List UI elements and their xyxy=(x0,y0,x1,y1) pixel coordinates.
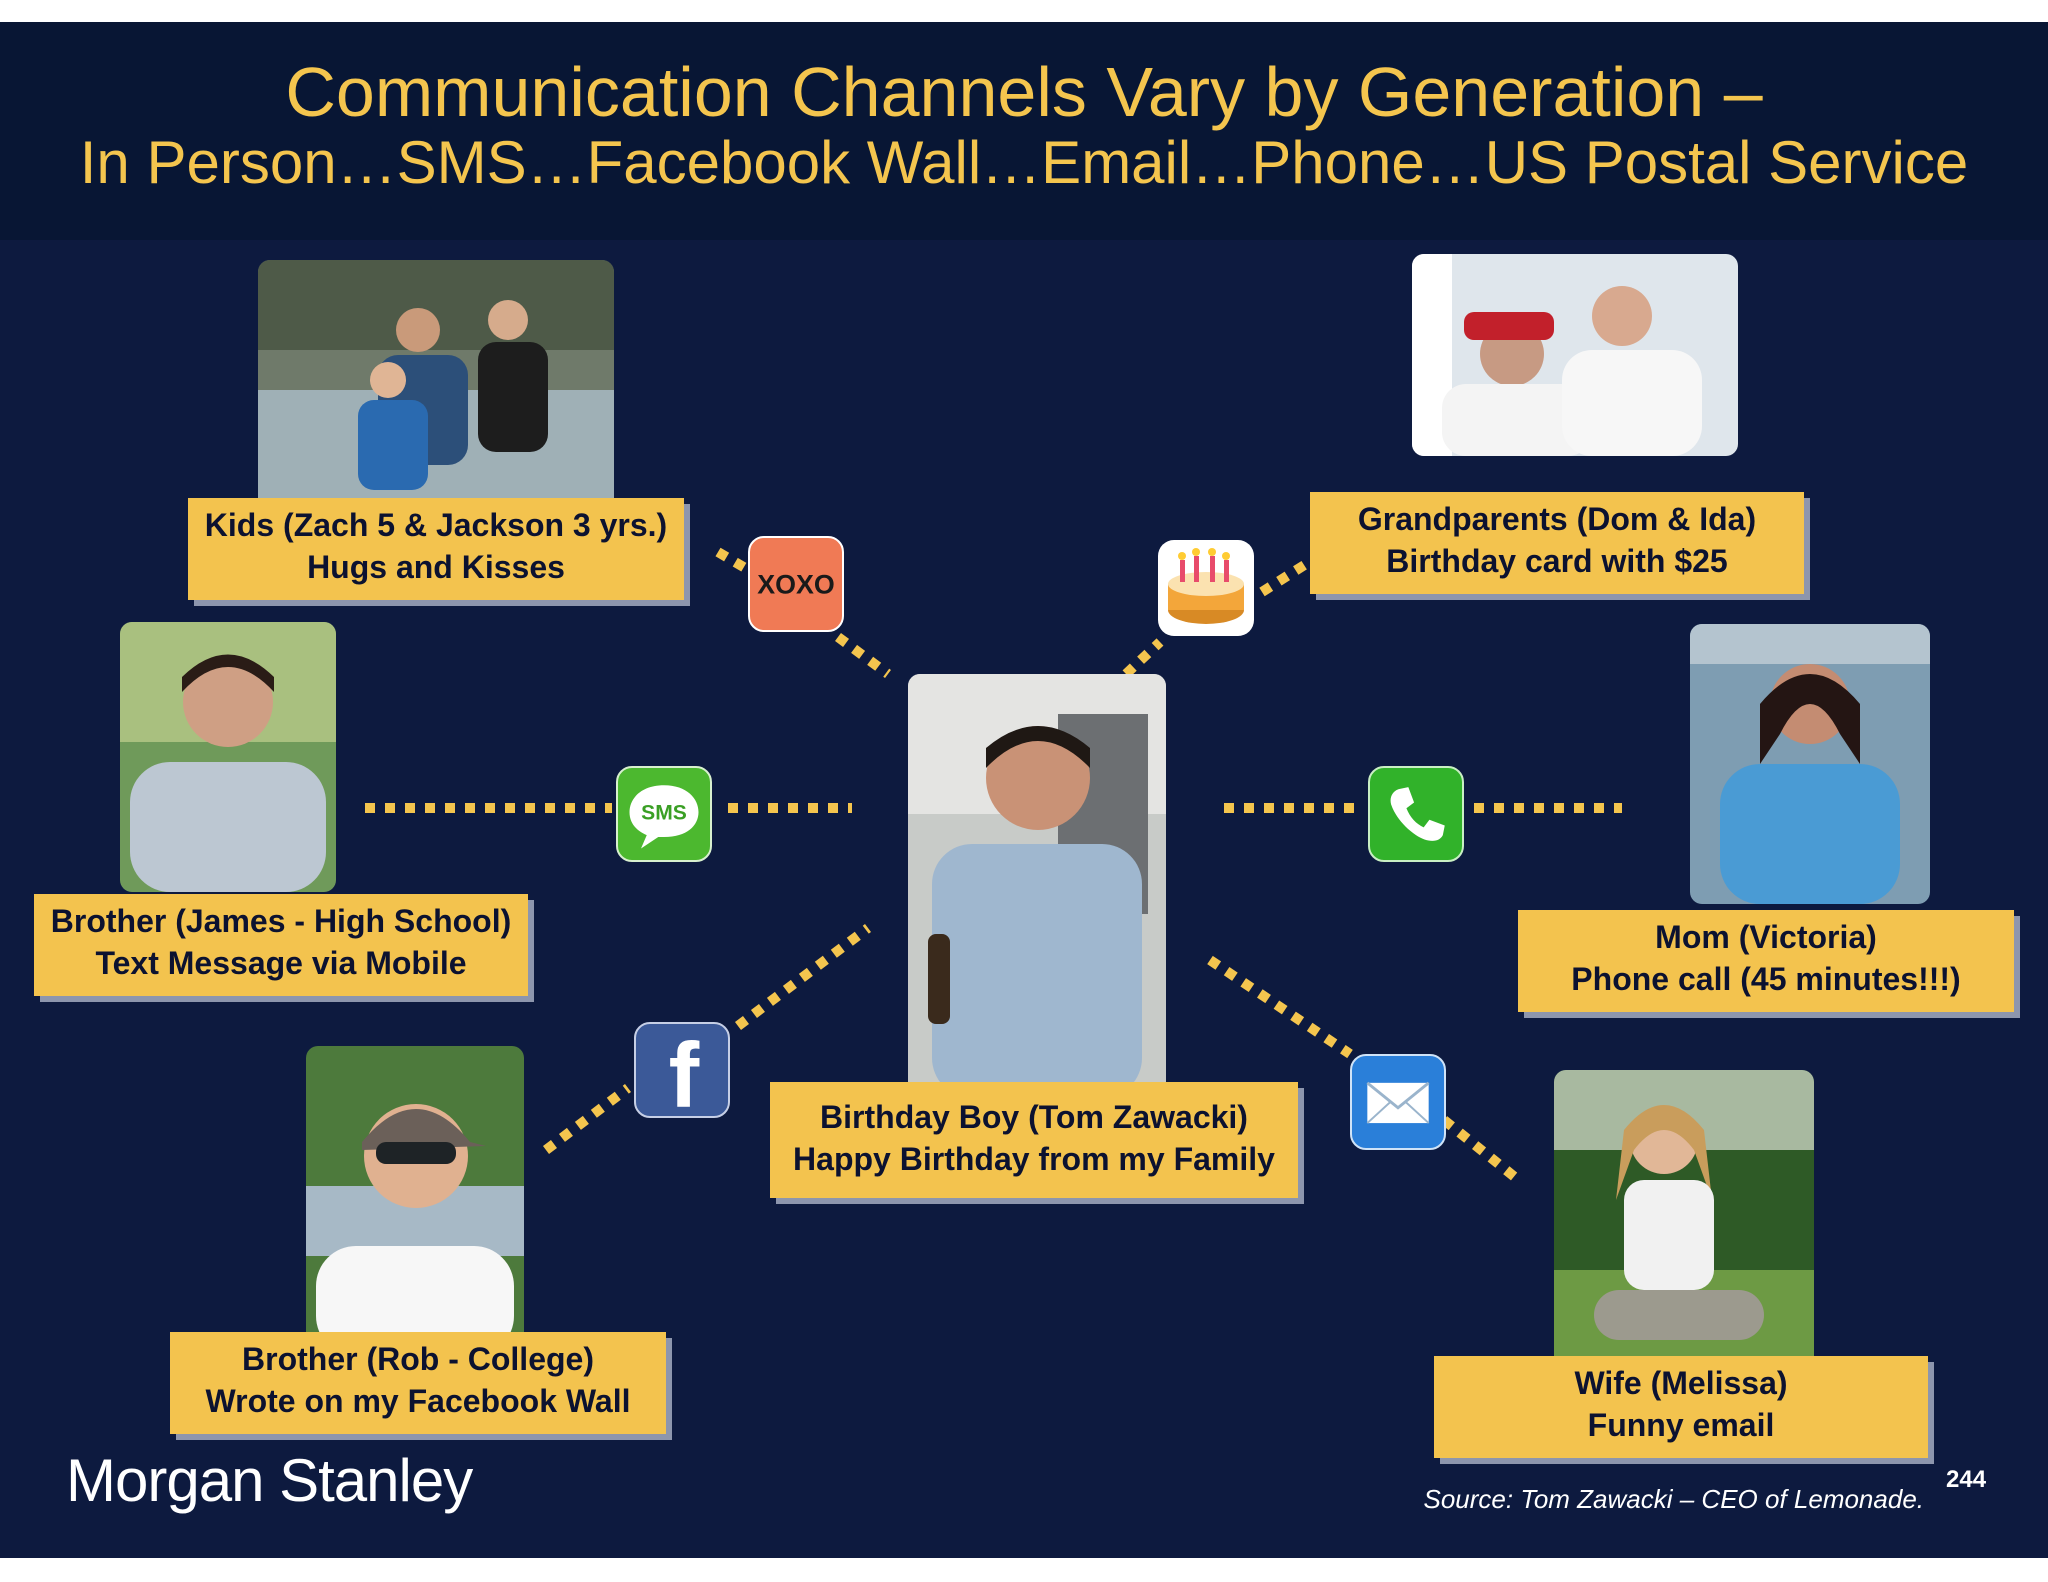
xoxo-icon-text: XOXO xyxy=(757,570,835,600)
mom-label-name: Mom (Victoria) xyxy=(1655,919,1877,955)
mail-icon xyxy=(1350,1054,1446,1150)
birthday-boy-label-channel: Happy Birthday from my Family xyxy=(793,1141,1275,1177)
phone-icon xyxy=(1368,766,1464,862)
connector-kids-center xyxy=(835,632,891,679)
wife-label-name: Wife (Melissa) xyxy=(1574,1365,1788,1401)
kids-label: Kids (Zach 5 & Jackson 3 yrs.) Hugs and … xyxy=(188,498,684,600)
kids-label-name: Kids (Zach 5 & Jackson 3 yrs.) xyxy=(204,507,668,543)
mom-label-channel: Phone call (45 minutes!!!) xyxy=(1571,961,1961,997)
grandparents-label: Grandparents (Dom & Ida) Birthday card w… xyxy=(1310,492,1804,594)
sms-icon-text: SMS xyxy=(641,802,687,825)
slide: Communication Channels Vary by Generatio… xyxy=(0,22,2048,1558)
source-note: Source: Tom Zawacki – CEO of Lemonade. xyxy=(1423,1484,1925,1514)
wife-label-channel: Funny email xyxy=(1587,1407,1775,1443)
slide-subtitle: In Person…SMS…Facebook Wall…Email…Phone…… xyxy=(79,129,1969,196)
grandparents-photo xyxy=(1412,254,1738,456)
morgan-stanley-logo: Morgan Stanley xyxy=(66,1447,473,1514)
brother-james-label: Brother (James - High School) Text Messa… xyxy=(34,894,528,996)
birthday-boy-label-name: Birthday Boy (Tom Zawacki) xyxy=(820,1099,1248,1135)
grandparents-label-name: Grandparents (Dom & Ida) xyxy=(1357,501,1757,537)
brother-rob-photo xyxy=(306,1046,524,1356)
connector-wife xyxy=(1440,1116,1520,1182)
birthday-boy-photo xyxy=(908,674,1166,1098)
wife-label: Wife (Melissa) Funny email xyxy=(1434,1356,1928,1458)
slide-header: Communication Channels Vary by Generatio… xyxy=(0,22,2048,240)
slide-title: Communication Channels Vary by Generatio… xyxy=(285,53,1763,131)
kids-photo xyxy=(258,260,614,514)
connector-grandparents xyxy=(1259,559,1309,597)
connector-lines xyxy=(365,547,1622,1182)
facebook-icon-text: f xyxy=(669,1024,700,1116)
brother-james-photo xyxy=(120,622,336,892)
mom-photo xyxy=(1690,624,1930,904)
kids-label-channel: Hugs and Kisses xyxy=(307,549,565,585)
connector-grandparents-center xyxy=(1122,638,1164,678)
birthday-boy-label: Birthday Boy (Tom Zawacki) Happy Birthda… xyxy=(770,1082,1298,1198)
connector-kids xyxy=(715,547,755,577)
connector-brother-rob xyxy=(542,1084,632,1154)
mom-label: Mom (Victoria) Phone call (45 minutes!!!… xyxy=(1518,910,2014,1012)
wife-photo xyxy=(1554,1070,1814,1376)
birthday-cake-icon xyxy=(1158,540,1254,636)
connector-facebook-center xyxy=(734,924,872,1030)
brother-james-label-channel: Text Message via Mobile xyxy=(95,945,467,981)
brother-james-label-name: Brother (James - High School) xyxy=(50,903,512,939)
connector-center-mail xyxy=(1207,955,1353,1059)
brother-rob-label: Brother (Rob - College) Wrote on my Face… xyxy=(170,1332,666,1434)
xoxo-icon: XOXO xyxy=(748,536,844,632)
brother-rob-label-name: Brother (Rob - College) xyxy=(242,1341,594,1377)
page-number: 244 xyxy=(1946,1466,1987,1493)
facebook-icon: f xyxy=(634,1022,730,1118)
brother-rob-label-channel: Wrote on my Facebook Wall xyxy=(205,1383,631,1419)
sms-icon: SMS xyxy=(616,766,712,862)
grandparents-label-channel: Birthday card with $25 xyxy=(1386,543,1728,579)
